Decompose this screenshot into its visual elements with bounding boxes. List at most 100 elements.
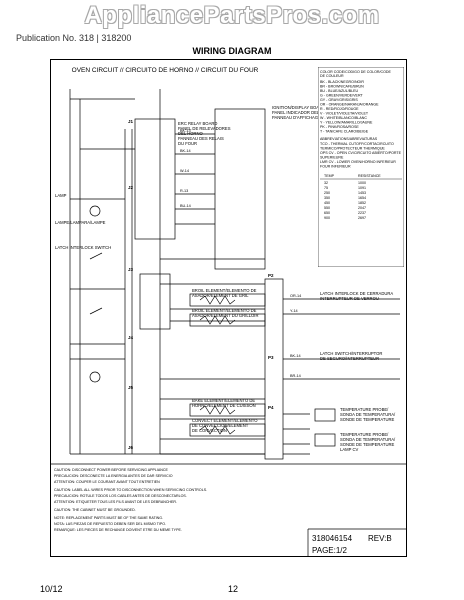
legend-row-4: G - GREEN/VERDE/VERT [320, 94, 363, 98]
wire-code-7: Y-14 [290, 309, 298, 313]
abbrev-header: ABBREVIATIONS/ABREVIATURAS [320, 137, 378, 141]
broil-element-label-1: BROIL ELEMENT/ELEMENTO DE [192, 308, 257, 313]
bake-element2-label-2: HORNO/ELEMENT DE CUISSON [192, 403, 256, 408]
oven-sensor-3: SONDE DE TEMPERATURE [340, 442, 394, 447]
connector-j3: J3 [128, 267, 134, 272]
wire-code-3: W-14 [180, 169, 189, 173]
resistance-cell: 1654 [358, 196, 366, 200]
abbrev-row-6: FOUR INFERIEUR [320, 165, 351, 169]
ignition-board-label-3: PANNEAU D'AFFICHAGE DU FOUR [272, 115, 341, 120]
legend-header-1: COLOR CODE/CODIGO DE COLOR/CODE [320, 70, 391, 74]
publication-number: Publication No. 318 | 318200 [16, 33, 132, 43]
oven-sensor-4: LAMP CV [340, 447, 359, 452]
lamp-label-2: LAMPE/LAMPARA/LAMPE [55, 220, 106, 225]
relay-board-label-5: DU FOUR [178, 141, 197, 146]
resistance-cell: 900 [324, 216, 330, 220]
legend-row-2: BR - BROWN/CAFE/BRUN [320, 85, 364, 89]
resistance-header-temp: TEMP [324, 174, 335, 178]
door-switch-2: DE SEGURO/INTERRUPTEUR [320, 356, 379, 361]
legend-header-2: DE COULEUR [320, 74, 344, 78]
relay-board-label-2: PANEL DE RELEVADORES [178, 126, 231, 131]
warning-line-7: CAUTION: THE CABINET MUST BE GROUNDED. [54, 508, 136, 512]
oven-sensor-1: TEMPERATURE PROBE/ [340, 432, 389, 437]
connector-j6: J6 [128, 445, 134, 450]
wire-code-8: BK-14 [290, 354, 301, 358]
convect-element-label-3: DE CONVECTION [192, 428, 227, 433]
lamp-label-1: LAMP [55, 193, 67, 198]
footer-page-number: 12 [228, 584, 239, 594]
resistance-cell: 550 [324, 206, 330, 210]
oven-sensor-2: SONDA DE TEMPERATURA/ [340, 437, 396, 442]
warning-line-6: ATTENTION: ETIQUETER TOUS LES FILS AVANT… [54, 500, 177, 504]
bake-element-label-2: ASADOR/ELEMENT DE GRIL [192, 293, 249, 298]
abbrev-row-1: TCO - THERMAL CUTOFF/CORTACIRCUITO [320, 142, 394, 146]
warning-line-4: CAUTION: LABEL ALL WIRES PRIOR TO DISCON… [54, 488, 207, 492]
wire-code-1: BK-13 [180, 129, 191, 133]
footer-date: 10/12 [40, 584, 63, 594]
color-legend: COLOR CODE/CODIGO DE COLOR/CODE DE COULE… [318, 67, 404, 267]
legend-row-9: W - WHITE/BLANCO/BLANC [320, 116, 367, 120]
resistance-cell: 450 [324, 201, 330, 205]
warning-line-3: ATTENTION: COUPER LE COURANT AVANT TOUT … [54, 480, 160, 484]
latch-switch-right-1: LATCH INTERLOCK DE CERRADURA [320, 291, 393, 296]
door-switch-1: LATCH SWITCH/INTERRUPTOR [320, 351, 382, 356]
warning-line-9: NOTA: LAS PIEZAS DE REPUESTO DEBEN SER D… [54, 522, 166, 526]
connector-j1: J1 [128, 119, 134, 124]
bake-element-label-1: BROIL ELEMENT/ELEMENTO DE [192, 288, 257, 293]
wire-code-9: BR-14 [290, 374, 301, 378]
page-indicator: PAGE:1/2 [312, 546, 348, 555]
warning-line-10: REMARQUE: LES PIECES DE RECHANGE DOIVENT… [54, 528, 182, 532]
temp-probe-2: SONDA DE TEMPERATURA/ [340, 412, 396, 417]
resistance-cell: 2047 [358, 206, 366, 210]
diagram-main-title: OVEN CIRCUIT // CIRCUITO DE HORNO // CIR… [72, 67, 259, 74]
legend-row-3: BU - BLUE/AZUL/BLEU [320, 89, 359, 93]
resistance-cell: 75 [324, 186, 328, 190]
connector-p4: P4 [268, 405, 274, 410]
legend-row-11: PK - PINK/ROSA/ROSE [320, 125, 359, 129]
warning-line-1: CAUTION: DISCONNECT POWER BEFORE SERVICI… [54, 468, 168, 472]
warning-line-5: PRECAUCION: ROTULE TODOS LOS CABLES ANTE… [54, 494, 187, 498]
convect-element-label-2: DE CONVECCION/ELEMENT [192, 423, 249, 428]
page-title: WIRING DIAGRAM [192, 46, 272, 56]
warning-line-8: NOTE: REPLACEMENT PARTS MUST BE OF THE S… [54, 516, 163, 520]
legend-row-7: R - RED/ROJO/ROUGE [320, 107, 359, 111]
resistance-cell: 1091 [358, 186, 366, 190]
legend-row-6: OR - ORANGE/NARANJA/ORANGE [320, 103, 379, 107]
ignition-board-label-1: IGNITION/DISPLAY BOARD/ [272, 105, 327, 110]
abbrev-row-4: SUPERIEURE [320, 156, 344, 160]
wiring-diagram: OVEN CIRCUIT // CIRCUITO DE HORNO // CIR… [50, 67, 407, 557]
connector-p2: P2 [268, 273, 274, 278]
resistance-cell: 2697 [358, 216, 366, 220]
ignition-board-label-2: PANEL INDICADOR DEL HORNO/ [272, 110, 338, 115]
resistance-cell: 32 [324, 181, 328, 185]
legend-row-5: GY - GRAY/GRIS/GRIS [320, 98, 358, 102]
relay-board-label-4: PANNEAU DES RELAIS [178, 136, 224, 141]
resistance-header-ohms: RESISTANCE [358, 174, 381, 178]
diagram-frame [50, 59, 407, 557]
legend-row-12: T - TAN/CAFE CLARO/BEIGE [320, 130, 369, 134]
part-number: 318046154 [312, 534, 353, 543]
resistance-cell: 1453 [358, 191, 366, 195]
connector-j2: J2 [128, 185, 134, 190]
bake-element2-label-1: BAKE ELEMENT/ELEMENTO DE [192, 398, 255, 403]
connector-j5: J5 [128, 385, 134, 390]
resistance-cell: 250 [324, 191, 330, 195]
relay-board-label-1: ERC RELAY BOARD [178, 121, 217, 126]
abbrev-row-5: LMR CV - LOWER OVEN/HORNO INFERIEUR [320, 160, 396, 164]
relay-board-label-3: DEL HORNO [178, 131, 203, 136]
resistance-cell: 2237 [358, 211, 366, 215]
legend-row-1: BK - BLACK/NEGRO/NOIR [320, 80, 364, 84]
abbrev-row-3: OPS CV - OPEN CV/CIRCUITO ABIERTO/PORTE [320, 151, 402, 155]
watermark-text: AppliancePartsPros.com [84, 2, 380, 29]
resistance-cell: 1852 [358, 201, 366, 205]
abbrev-row-2: TERMICO/PROTECTEUR THERMIQUE [320, 147, 385, 151]
temp-probe-3: SONDE DE TEMPERATURE [340, 417, 394, 422]
resistance-cell: 1000 [358, 181, 366, 185]
legend-row-8: V - VIOLET/VIOLETA/VIOLET [320, 112, 369, 116]
convect-element-label-1: CONVECT ELEMENT/ELEMENTO [192, 418, 258, 423]
resistance-cell: 350 [324, 196, 330, 200]
connector-p3: P3 [268, 355, 274, 360]
revision: REV:B [368, 534, 392, 543]
latch-switch-right-2: INTERRUPTEUR DE VERROU [320, 296, 379, 301]
wire-code-2: BK-14 [180, 149, 191, 153]
